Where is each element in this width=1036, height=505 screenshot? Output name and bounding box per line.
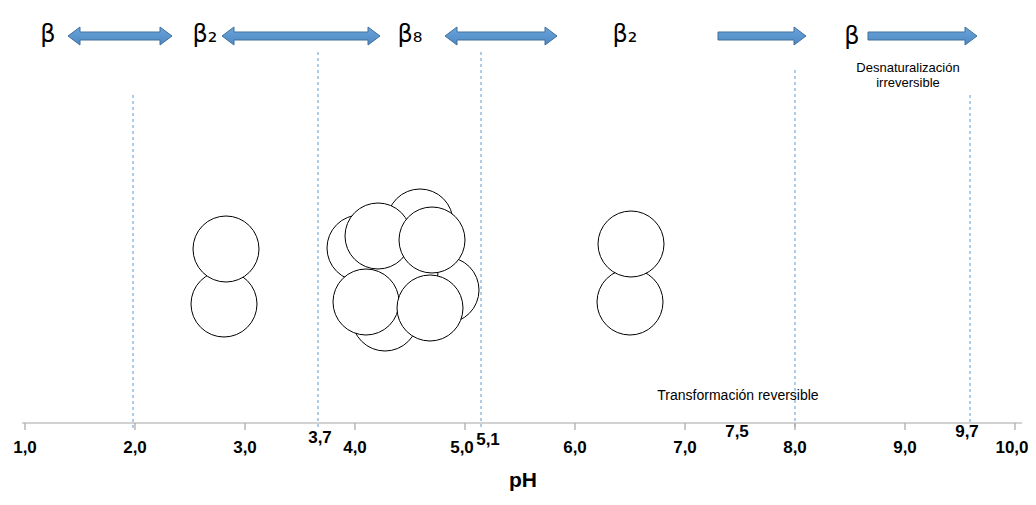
tick-label: 5,0	[450, 438, 474, 458]
tick-label: 6,0	[563, 438, 587, 458]
tick-label: 7,0	[673, 438, 697, 458]
tick-label: 3,0	[233, 438, 257, 458]
monomer-circles	[191, 189, 664, 351]
note-text: Desnaturalización irreversible	[846, 61, 971, 91]
axis-title: pH	[509, 468, 537, 492]
tick-label: 9,0	[893, 438, 917, 458]
beta-label: β	[40, 21, 55, 49]
beta-label: β	[844, 23, 859, 51]
tick-label: 9,7	[955, 422, 979, 442]
beta-label: β₈	[398, 21, 423, 49]
tick-label: 5,1	[476, 430, 500, 450]
note-text: Transformación reversible	[657, 387, 818, 403]
tick-label: 7,5	[725, 422, 749, 442]
tick-label: 10,0	[995, 438, 1028, 458]
beta-label: β₂	[193, 21, 218, 49]
guide-lines	[133, 52, 970, 430]
tick-label: 2,0	[123, 438, 147, 458]
ph-axis	[22, 423, 1022, 430]
tick-label: 3,7	[308, 428, 332, 448]
tick-label: 1,0	[13, 438, 37, 458]
tick-label: 8,0	[783, 438, 807, 458]
beta-label: β₂	[613, 21, 638, 49]
tick-label: 4,0	[343, 438, 367, 458]
